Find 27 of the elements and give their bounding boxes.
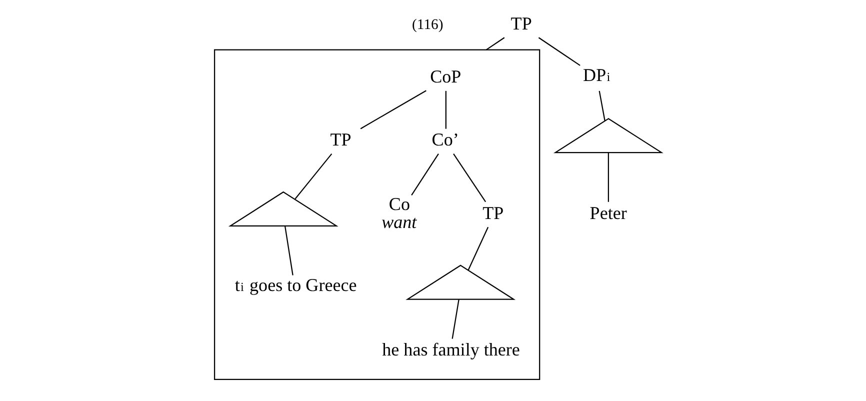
connector [444, 90, 446, 129]
connector [607, 152, 608, 202]
connector [294, 153, 332, 200]
node-triangle [228, 191, 338, 226]
node-text: TP [510, 13, 532, 34]
connector [467, 226, 488, 270]
label: (116) [412, 16, 443, 33]
node-text: ti goes to Greece [234, 275, 356, 296]
cluster [213, 49, 540, 380]
connector [598, 90, 605, 121]
node-triangle [405, 264, 516, 300]
node-text: Co’ [431, 130, 458, 150]
node-text: Co want [381, 194, 416, 232]
connector [360, 90, 426, 130]
connector [410, 153, 438, 196]
connector [485, 37, 504, 50]
node-text: TP [330, 130, 351, 150]
connector [452, 153, 486, 202]
connector [284, 226, 293, 276]
connector [451, 300, 459, 339]
node-triangle [552, 118, 663, 154]
node-text: CoP [430, 66, 461, 86]
connector [538, 37, 580, 66]
node-text: TP [482, 202, 504, 223]
node-text: DPi [582, 65, 610, 86]
node-text: he has family there [382, 339, 520, 360]
node-text: Peter [589, 202, 626, 223]
